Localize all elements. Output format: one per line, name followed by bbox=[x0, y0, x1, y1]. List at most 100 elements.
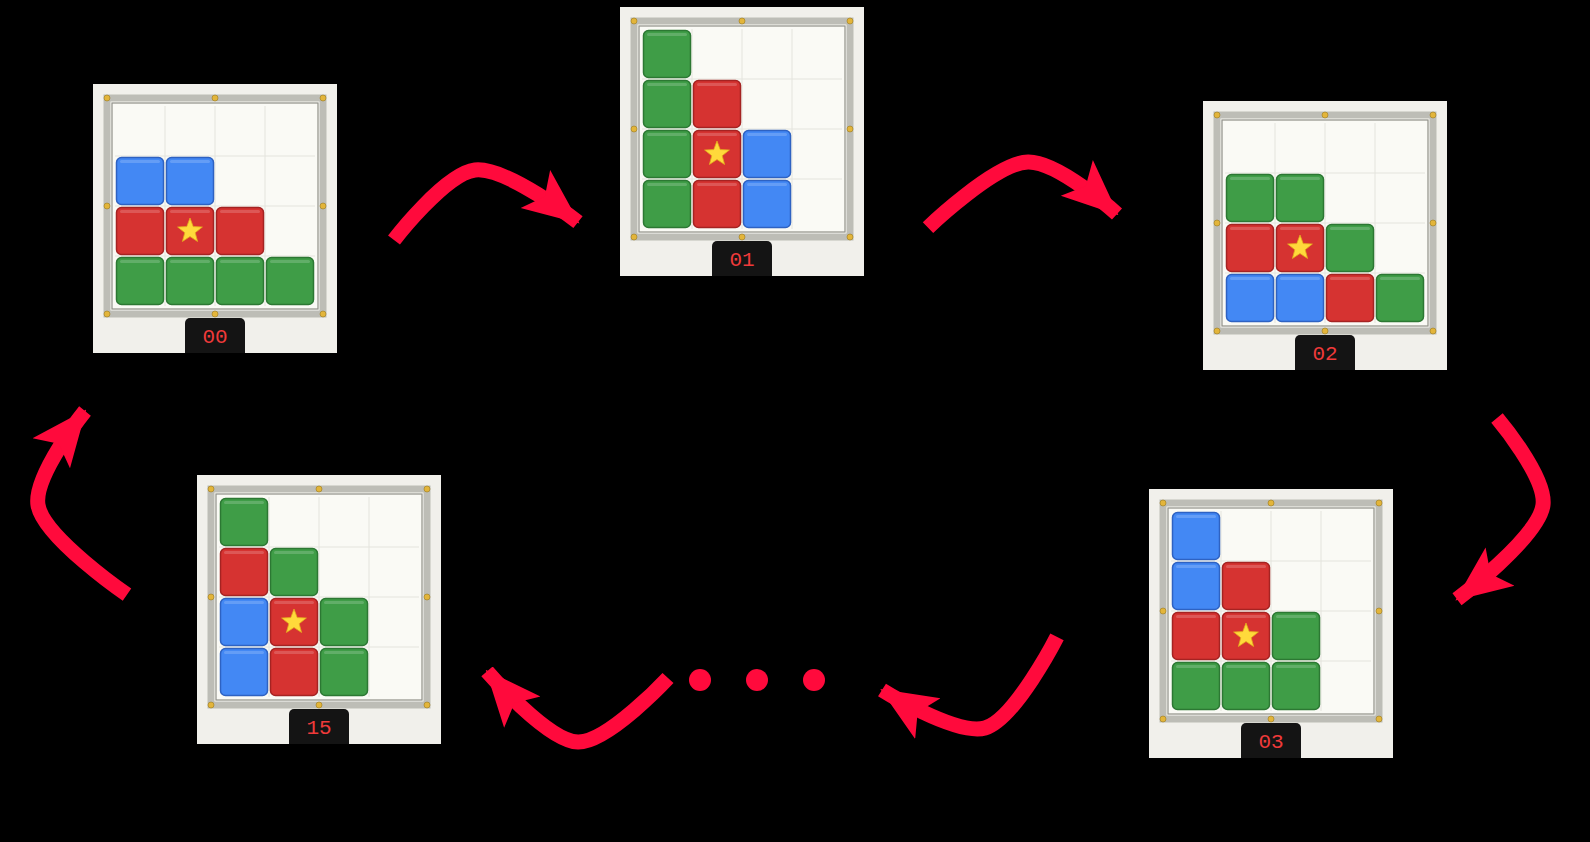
frame-rivet bbox=[631, 18, 637, 24]
board-frame bbox=[211, 489, 427, 705]
frame-rivet bbox=[739, 234, 745, 240]
grid-line bbox=[219, 647, 419, 648]
tile-highlight bbox=[1176, 565, 1216, 568]
target-star bbox=[1288, 235, 1313, 259]
ellipsis-dot bbox=[746, 669, 768, 691]
grid-line bbox=[1171, 661, 1371, 662]
tile-highlight bbox=[1230, 227, 1270, 230]
block-tile bbox=[1377, 275, 1424, 322]
block-tile bbox=[271, 549, 318, 596]
frame-rivet bbox=[1268, 500, 1274, 506]
state-number: 15 bbox=[197, 717, 441, 741]
block-tile bbox=[267, 258, 314, 305]
label-tab bbox=[185, 318, 245, 353]
puzzle-state-panel: 02 bbox=[1203, 101, 1447, 370]
block-tile bbox=[744, 181, 791, 228]
block-tile bbox=[1277, 225, 1324, 272]
puzzle-state-panel: 00 bbox=[93, 84, 337, 353]
board-inner-edge bbox=[216, 494, 422, 700]
grid-line bbox=[369, 497, 370, 697]
arrow-body bbox=[928, 162, 1117, 228]
frame-rivet bbox=[1376, 500, 1382, 506]
block-tile bbox=[644, 81, 691, 128]
block-tile bbox=[1227, 175, 1274, 222]
target-star bbox=[282, 609, 307, 633]
tile-highlight bbox=[274, 551, 314, 554]
frame-rivet bbox=[1430, 220, 1436, 226]
block-tile bbox=[217, 258, 264, 305]
block-tile bbox=[1327, 225, 1374, 272]
cycle-arrow bbox=[928, 162, 1117, 228]
frame-rivet bbox=[1430, 328, 1436, 334]
tile-highlight bbox=[1226, 615, 1266, 618]
arrow-body bbox=[882, 637, 1057, 729]
frame-rivet bbox=[424, 594, 430, 600]
frame-rivet bbox=[1214, 328, 1220, 334]
tile-highlight bbox=[1280, 277, 1320, 280]
block-tile bbox=[1227, 225, 1274, 272]
ellipsis-dot bbox=[803, 669, 825, 691]
target-star bbox=[705, 141, 730, 165]
board-inner-edge bbox=[639, 26, 845, 232]
block-tile bbox=[221, 549, 268, 596]
puzzle-state-panel: 15 bbox=[197, 475, 441, 744]
frame-rivet bbox=[847, 126, 853, 132]
frame-rivet bbox=[208, 486, 214, 492]
tile-highlight bbox=[1176, 665, 1216, 668]
tile-highlight bbox=[1226, 665, 1266, 668]
board-inner-edge bbox=[112, 103, 318, 309]
tile-highlight bbox=[1230, 277, 1270, 280]
arrow-body bbox=[1457, 418, 1543, 599]
state-number-text: 15 bbox=[306, 717, 331, 740]
block-tile bbox=[1277, 275, 1324, 322]
tile-highlight bbox=[224, 501, 264, 504]
frame-rivet bbox=[1376, 608, 1382, 614]
block-tile bbox=[221, 599, 268, 646]
block-tile bbox=[694, 181, 741, 228]
frame-rivet bbox=[208, 702, 214, 708]
tile-highlight bbox=[274, 651, 314, 654]
grid-line bbox=[1225, 273, 1425, 274]
board-illustration bbox=[620, 7, 864, 276]
frame-rivet bbox=[631, 234, 637, 240]
block-tile bbox=[221, 499, 268, 546]
tile-highlight bbox=[120, 210, 160, 213]
cycle-arrow bbox=[487, 637, 1057, 742]
frame-rivet bbox=[212, 311, 218, 317]
label-tab bbox=[1241, 723, 1301, 758]
tile-highlight bbox=[1176, 515, 1216, 518]
state-number: 01 bbox=[620, 249, 864, 273]
frame-rivet bbox=[1322, 112, 1328, 118]
label-tab bbox=[712, 241, 772, 276]
cycle-arrow bbox=[394, 170, 578, 240]
block-tile bbox=[694, 81, 741, 128]
board-illustration bbox=[93, 84, 337, 353]
tile-highlight bbox=[1176, 615, 1216, 618]
target-star bbox=[178, 218, 203, 242]
frame-rivet bbox=[847, 18, 853, 24]
block-tile bbox=[1223, 613, 1270, 660]
label-tab bbox=[1295, 335, 1355, 370]
board-frame bbox=[634, 21, 850, 237]
frame-rivet bbox=[1214, 112, 1220, 118]
state-number-text: 03 bbox=[1258, 731, 1283, 754]
block-tile bbox=[644, 181, 691, 228]
puzzle-state-panel: 01 bbox=[620, 7, 864, 276]
tile-highlight bbox=[1276, 615, 1316, 618]
tile-highlight bbox=[324, 651, 364, 654]
state-number: 03 bbox=[1149, 731, 1393, 755]
grid-line bbox=[219, 597, 419, 598]
state-number-text: 00 bbox=[202, 326, 227, 349]
board-frame bbox=[1163, 503, 1379, 719]
frame-rivet bbox=[212, 95, 218, 101]
label-tab bbox=[289, 709, 349, 744]
block-tile bbox=[321, 599, 368, 646]
block-tile bbox=[1327, 275, 1374, 322]
grid-line bbox=[1321, 511, 1322, 711]
frame-rivet bbox=[208, 594, 214, 600]
tile-highlight bbox=[1280, 227, 1320, 230]
ellipsis-dot bbox=[689, 669, 711, 691]
block-tile bbox=[1223, 663, 1270, 710]
frame-rivet bbox=[739, 18, 745, 24]
